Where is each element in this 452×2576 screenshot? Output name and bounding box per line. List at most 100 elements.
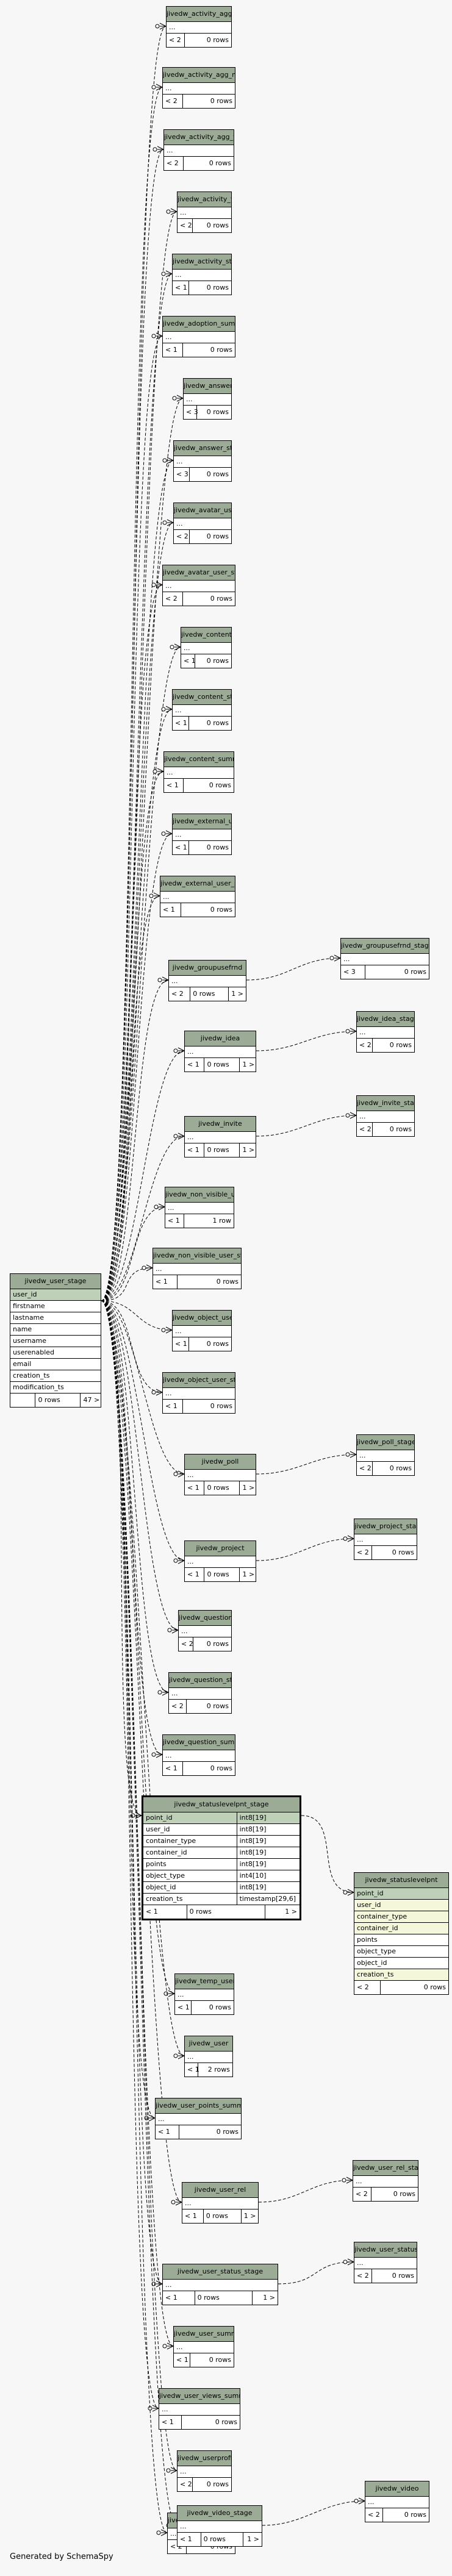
column-placeholder: ... — [174, 518, 231, 530]
edge-content-stage-end-circle — [161, 707, 166, 712]
column-row: firstname — [10, 1301, 101, 1312]
table-title: jivedw_non_visible_user_stage — [153, 1248, 241, 1264]
row-count: 0 rows — [209, 781, 231, 789]
table-statuslevelpnt[interactable]: jivedw_statuslevelpnt point_id user_id c… — [354, 1872, 449, 1995]
column-placeholder: ... — [185, 2052, 232, 2063]
parent-count: < 2 — [169, 987, 191, 1001]
edge-activity-agg-day — [101, 26, 167, 1301]
column-row: user_id — [10, 1289, 101, 1301]
parent-count: < 1 — [185, 1481, 205, 1495]
edge-user-status-stage-end — [156, 2280, 163, 2288]
table-userprofile[interactable]: jivedw_userprofile ... < 20 rows — [177, 2450, 232, 2492]
parent-count: < 2 — [164, 157, 184, 170]
edge-activity-stage — [101, 273, 173, 1301]
parent-count: < 1 — [173, 717, 189, 730]
row-count: 0 rows — [206, 408, 229, 416]
table-question-stage[interactable]: jivedw_question_stage ... < 20 rows — [168, 1672, 232, 1714]
table-content-stage[interactable]: jivedw_content_stage ... < 10 rows — [172, 689, 232, 731]
table-title: jivedw_content_stage — [173, 690, 231, 705]
table-title: jivedw_avatar_user — [174, 503, 231, 518]
edge-activity-agg-week-end — [157, 146, 165, 153]
edge-user-status-stage-user-status — [278, 2261, 354, 2284]
row-count: 0 rows — [209, 2356, 231, 2364]
table-user-points-summary[interactable]: jivedw_user_points_summary ... < 10 rows — [155, 2098, 242, 2139]
table-activity-agg-week[interactable]: jivedw_activity_agg_week ... < 20 rows — [163, 129, 234, 171]
parent-count: < 2 — [167, 34, 185, 47]
edge-answer-stage-end — [167, 457, 174, 464]
table-activity-agg-month[interactable]: jivedw_activity_agg_month ... < 20 rows — [162, 67, 235, 109]
table-user-views-summary[interactable]: jivedw_user_views_summary ... < 10 rows — [159, 2388, 240, 2430]
row-count: 0 rows — [201, 2533, 243, 2546]
row-count: 0 rows — [206, 284, 229, 292]
table-title: jivedw_activity_agg_day — [167, 7, 231, 22]
column-placeholder: ... — [163, 1388, 235, 1400]
table-title: jivedw_activity_agg_month — [163, 68, 235, 83]
table-title: jivedw_activity_fact — [178, 192, 231, 207]
table-title: jivedw_object_user_stage — [163, 1373, 235, 1388]
edge-object-user-stage-end — [156, 1389, 163, 1396]
column-row: container_id — [354, 1923, 448, 1934]
parent-count: < 2 — [354, 2269, 372, 2283]
table-title: jivedw_content — [181, 628, 231, 643]
edge-idea-end — [178, 1047, 185, 1054]
table-answer-stage[interactable]: jivedw_answer_stage ... < 30 rows — [173, 440, 232, 482]
edge-question-stage — [101, 1300, 169, 1693]
edge-invite-invite-stage — [256, 1115, 357, 1137]
table-title: jivedw_userprofile — [178, 2451, 231, 2466]
table-activity-agg-day[interactable]: jivedw_activity_agg_day ... < 20 rows — [166, 6, 232, 48]
table-activity-stage[interactable]: jivedw_activity_stage ... < 10 rows — [172, 254, 232, 295]
table-content-summary[interactable]: jivedw_content_summary ... < 10 rows — [163, 751, 234, 793]
table-non-visible-user-stage[interactable]: jivedw_non_visible_user_stage ... < 10 r… — [152, 1248, 242, 1289]
parent-count: < 1 — [153, 1275, 178, 1289]
table-project-stage[interactable]: jivedw_project_stage ... < 20 rows — [354, 1519, 417, 1560]
table-user-rel-stage[interactable]: jivedw_user_rel_stage ... < 20 rows — [353, 2160, 418, 2202]
parent-count: < 2 — [179, 1637, 194, 1651]
table-user-stage[interactable]: jivedw_user_stage user_id firstname last… — [10, 1273, 101, 1408]
table-avatar-user-stage[interactable]: jivedw_avatar_user_stage ... < 20 rows — [162, 565, 235, 606]
edge-adoption-summary-end — [156, 332, 163, 340]
row-count: 0 rows — [204, 1143, 240, 1157]
table-external-user-stage[interactable]: jivedw_external_user_stage ... < 10 rows — [160, 876, 235, 917]
edge-question-summary-end-circle — [151, 1752, 156, 1757]
row-count: 0 rows — [392, 2272, 414, 2280]
edge-object-user-end — [165, 1326, 173, 1334]
table-external-user[interactable]: jivedw_external_user ... < 10 rows — [172, 814, 232, 855]
child-count: 1 > — [242, 1061, 255, 1068]
edge-user-rel-user-rel-stage-end — [346, 2177, 354, 2184]
table-question-summary[interactable]: jivedw_question_summary ... < 10 rows — [162, 1734, 235, 1776]
edge-groupusefrnd-end — [162, 976, 170, 984]
table-activity-fact[interactable]: jivedw_activity_fact ... < 20 rows — [177, 191, 232, 233]
column-placeholder: ... — [173, 1326, 231, 1337]
edge-adoption-summary-end-circle — [151, 334, 156, 338]
table-adoption-summary[interactable]: jivedw_adoption_summary ... < 10 rows — [162, 316, 235, 357]
table-title: jivedw_groupusefrnd — [169, 961, 246, 976]
table-invite-stage[interactable]: jivedw_invite_stage ... < 20 rows — [356, 1095, 415, 1137]
table-non-visible-user[interactable]: jivedw_non_visible_user ... < 11 row — [165, 1187, 234, 1228]
table-user-summary[interactable]: jivedw_user_summary ... < 10 rows — [173, 2326, 234, 2367]
column-placeholder: ... — [164, 767, 234, 779]
table-avatar-user[interactable]: jivedw_avatar_user ... < 20 rows — [173, 503, 232, 544]
table-object-user-stage[interactable]: jivedw_object_user_stage ... < 10 rows — [162, 1372, 235, 1414]
